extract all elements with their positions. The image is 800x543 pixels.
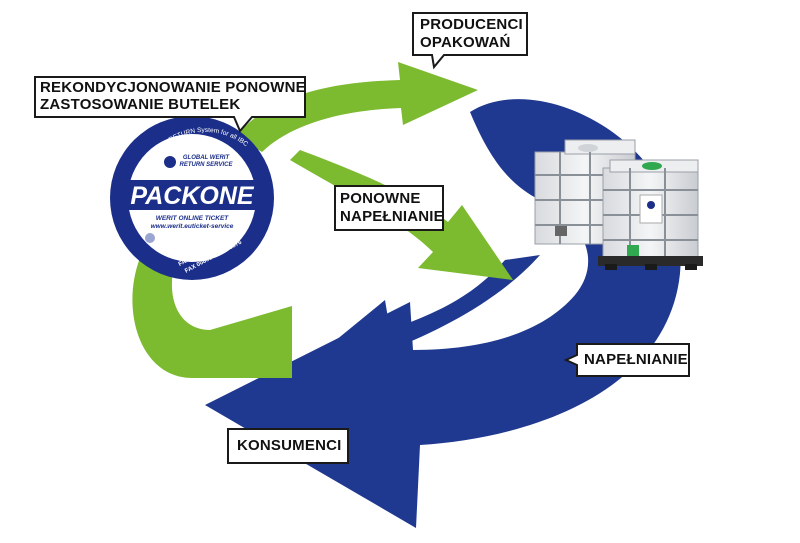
callout-filling: NAPEŁNIANIE xyxy=(563,343,690,377)
filling-label: NAPEŁNIANIE xyxy=(584,351,688,368)
refilling-label-line1: PONOWNE xyxy=(340,190,421,207)
ibc-containers-image xyxy=(534,139,703,270)
logo-ticket-line1: WERIT ONLINE TICKET xyxy=(156,215,230,222)
callout-producers: PRODUCENCI OPAKOWAŃ xyxy=(412,12,528,70)
refilling-label-line2: NAPEŁNIANIE xyxy=(340,208,444,225)
callout-refilling: PONOWNE NAPEŁNIANIE xyxy=(334,185,444,231)
consumers-label: KONSUMENCI xyxy=(237,437,342,454)
blue-inner-arrow xyxy=(330,255,540,380)
logo-brand: PACKONE xyxy=(130,182,254,210)
logo-ticket-line2: www.werit.euticket-service xyxy=(151,223,234,230)
logo-global-line2: RETURN SERVICE xyxy=(179,162,233,168)
producers-label-line1: PRODUCENCI xyxy=(420,16,523,33)
logo-global-line1: GLOBAL WERIT xyxy=(183,155,231,161)
green-top-arrow xyxy=(236,62,478,152)
callout-reconditioning: REKONDYCJONOWANIE PONOWNE ZASTOSOWANIE B… xyxy=(34,76,306,133)
reconditioning-label-line1: REKONDYCJONOWANIE PONOWNE xyxy=(40,79,306,96)
callout-consumers: KONSUMENCI xyxy=(227,428,349,464)
reconditioning-label-line2: ZASTOSOWANIE BUTELEK xyxy=(40,96,241,113)
packone-logo: The International IBC RETURN System for … xyxy=(110,116,274,280)
producers-label-line2: OPAKOWAŃ xyxy=(420,34,511,51)
recycle-icon xyxy=(145,233,155,243)
green-left-arc xyxy=(132,258,292,379)
